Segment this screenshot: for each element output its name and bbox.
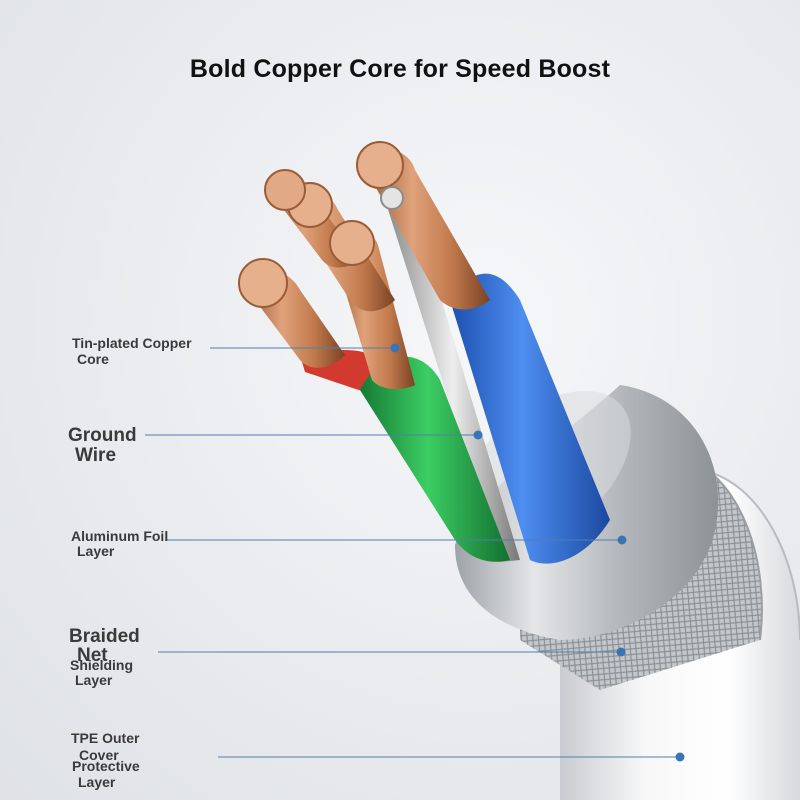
inner-wires (238, 141, 610, 564)
tin-plated-label-line2: Core (77, 351, 109, 367)
tpe-label-line4: Layer (78, 774, 116, 790)
ground-wire-label-line1: Ground (68, 425, 137, 446)
braided-label-line2: Net (77, 645, 108, 666)
ground-wire-dot (473, 430, 483, 440)
leader-lines (145, 343, 685, 762)
tpe-label-line3: Protective (72, 758, 140, 774)
foil-label-line2: Layer (77, 543, 115, 559)
braided-label-line1: Braided (69, 626, 140, 647)
tin-plated-label-line1: Tin-plated Copper (72, 335, 192, 351)
tin-plated-dot (390, 343, 400, 353)
foil-label-line1: Aluminum Foil (71, 528, 169, 544)
tpe-dot (675, 752, 685, 762)
braided-label-line4: Layer (75, 672, 113, 688)
braided-dot (616, 647, 626, 657)
braided-label-line3: Shielding (70, 657, 133, 673)
ground-wire-label-line2: Wire (75, 445, 117, 466)
page-title: Bold Copper Core for Speed Boost (189, 55, 611, 83)
tpe-label-line2: Cover (79, 747, 119, 763)
tpe-label-line1: TPE Outer (71, 730, 140, 746)
foil-dot (617, 535, 627, 545)
